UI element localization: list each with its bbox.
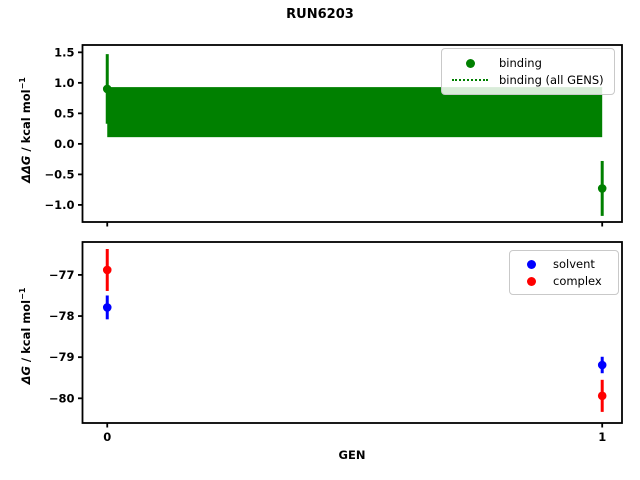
legend-marker-area <box>450 58 490 68</box>
ylabel-top-sup: −1 <box>18 77 27 90</box>
figure-title: RUN6203 <box>286 7 354 22</box>
axes-frame <box>81 44 623 223</box>
data-point-solvent <box>597 360 607 370</box>
legend-item-binding-all-gens: binding (all GENS) <box>450 73 606 87</box>
y-axis-label-bottom: ΔG / kcal mol−1 <box>15 246 33 426</box>
data-point-binding <box>102 84 112 94</box>
y-tick-label: 1.5 <box>54 45 74 59</box>
x-axis-label: GEN <box>338 448 366 462</box>
uncertainty-band <box>107 87 603 138</box>
y-tick-label: −0.5 <box>44 167 74 181</box>
legend-solvent-complex: solvent complex <box>509 250 619 295</box>
legend-marker-area <box>450 79 490 81</box>
ylabel-bottom-math: ΔG <box>18 366 33 385</box>
dotted-line-icon <box>452 79 488 81</box>
ylabel-top-units: / kcal mol <box>18 89 33 156</box>
legend-label: binding <box>499 56 542 70</box>
complex-dot-icon <box>526 276 536 286</box>
y-tick-label: −80 <box>49 391 75 405</box>
data-point-binding <box>597 184 607 193</box>
legend-label: binding (all GENS) <box>499 73 604 87</box>
ylabel-bottom-units: / kcal mol <box>18 299 33 367</box>
legend-marker-area <box>518 276 544 286</box>
legend-binding: binding binding (all GENS) <box>441 48 615 95</box>
y-tick-label: 0.0 <box>54 137 74 151</box>
y-axis-label-top: ΔΔG / kcal mol−1 <box>15 40 33 220</box>
legend-label: solvent <box>553 257 595 271</box>
data-point-solvent <box>102 303 112 312</box>
y-tick-label: 1.0 <box>54 76 74 90</box>
y-tick-label: −78 <box>49 309 75 323</box>
data-point-complex <box>102 265 112 275</box>
ylabel-top-math: ΔΔG <box>18 155 33 183</box>
legend-item-solvent: solvent <box>518 257 610 271</box>
solvent-dot-icon <box>526 259 536 269</box>
y-tick-label: −1.0 <box>44 198 74 212</box>
data-point-complex <box>597 391 607 401</box>
binding-dot-icon <box>465 58 475 68</box>
y-tick-label: −77 <box>49 268 75 282</box>
x-tick-label: 1 <box>598 430 606 444</box>
axes-frame <box>81 241 623 424</box>
y-tick-label: −79 <box>49 350 75 364</box>
legend-label: complex <box>553 274 602 288</box>
y-tick-label: 0.5 <box>54 106 74 120</box>
ylabel-bottom-sup: −1 <box>18 287 27 300</box>
legend-item-complex: complex <box>518 274 610 288</box>
x-tick-label: 0 <box>103 430 111 444</box>
legend-marker-area <box>518 259 544 269</box>
legend-item-binding: binding <box>450 56 606 70</box>
